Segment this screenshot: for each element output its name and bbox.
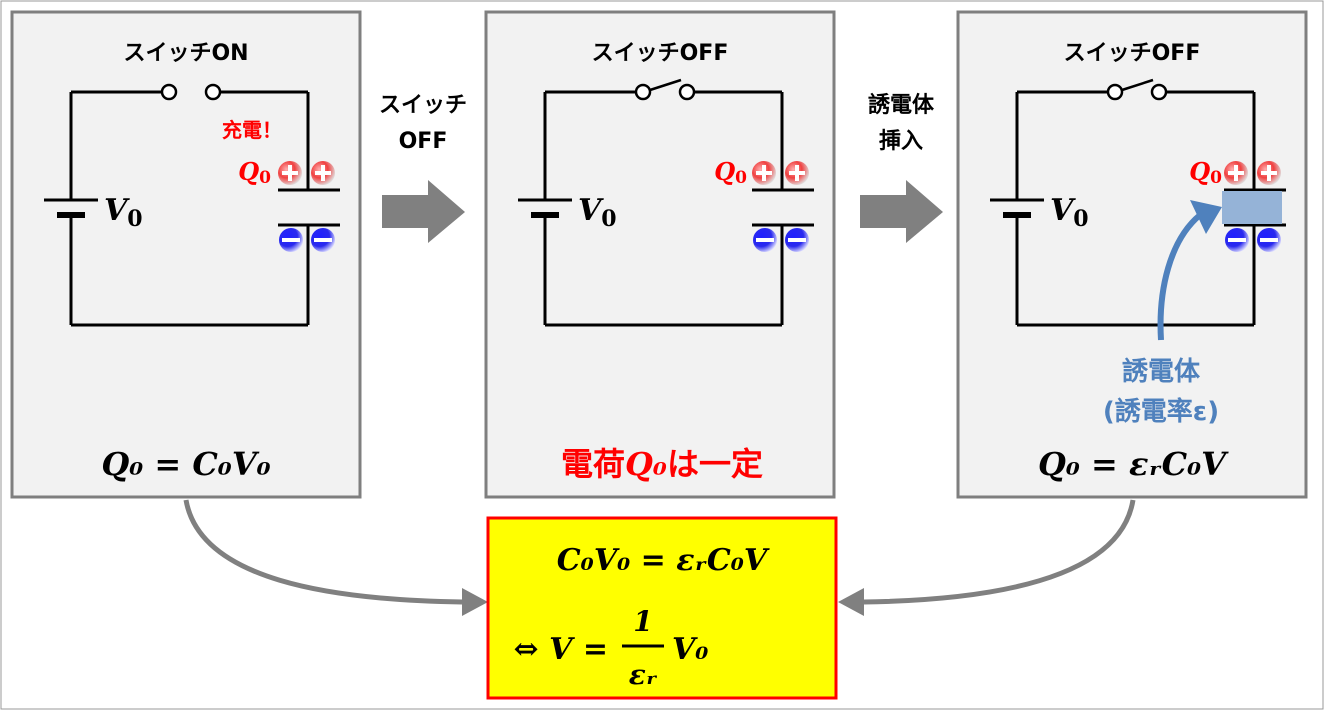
- charge-label: Q0: [238, 157, 271, 188]
- negative-charge-icon: [785, 228, 809, 252]
- transition-label-line2: OFF: [399, 129, 448, 154]
- result-box: C₀V₀ = εᵣC₀V ⇔ V = 1 εᵣ V₀: [486, 516, 838, 700]
- switch-terminal: [160, 83, 178, 101]
- panel-3: スイッチOFF V0 Q0 Q₀ = εᵣC₀V 誘電体 (誘電率ε): [956, 10, 1308, 499]
- dielectric-label: 誘電体: [1122, 357, 1201, 387]
- battery-voltage-label: V0: [104, 193, 143, 232]
- battery-voltage-label: V0: [578, 193, 617, 232]
- positive-charge-icon: [311, 161, 335, 185]
- curved-arrow-right: [838, 499, 1136, 616]
- negative-charge-icon: [1257, 228, 1281, 252]
- transition-label-line2: 挿入: [879, 129, 923, 154]
- result-fraction-numerator: 1: [633, 605, 652, 638]
- panel-1: スイッチON V0 Q0 充電！ Q₀ = C₀V₀: [10, 10, 362, 499]
- transition-arrow-1: スイッチ OFF: [379, 93, 467, 243]
- curved-arrow-left: [183, 499, 488, 616]
- charge-label: Q0: [714, 157, 747, 188]
- result-equation-1: C₀V₀ = εᵣC₀V: [557, 543, 770, 578]
- dielectric-pointer-arrow: [1157, 212, 1202, 341]
- panel-title: スイッチOFF: [592, 41, 729, 66]
- positive-charge-icon: [1257, 161, 1281, 185]
- switch-terminal: [1150, 83, 1168, 101]
- negative-charge-icon: [311, 228, 335, 252]
- transition-label-line1: 誘電体: [868, 92, 935, 118]
- switch-terminal: [678, 83, 696, 101]
- result-fraction-denominator: εᵣ: [629, 658, 658, 691]
- positive-charge-icon: [785, 161, 809, 185]
- result-equation-2-left: ⇔ V =: [514, 632, 608, 667]
- switch-terminal: [1106, 83, 1124, 101]
- panel-2: スイッチOFF V0 Q0 電荷Q₀は一定: [484, 10, 836, 499]
- transition-arrow-2: 誘電体 挿入: [860, 92, 943, 243]
- transition-label-line1: スイッチ: [379, 93, 467, 118]
- positive-charge-icon: [752, 161, 776, 185]
- permittivity-label: (誘電率ε): [1103, 396, 1219, 427]
- panel-title: スイッチOFF: [1064, 41, 1201, 66]
- panel-equation: Q₀ = εᵣC₀V: [1038, 445, 1229, 483]
- panel-equation: Q₀ = C₀V₀: [101, 445, 270, 483]
- switch-lever-open: [649, 78, 682, 92]
- result-equation-2-right: V₀: [672, 632, 708, 667]
- switch-terminal: [634, 83, 652, 101]
- positive-charge-icon: [1224, 161, 1248, 185]
- circuit: [44, 83, 340, 327]
- constant-charge-statement: 電荷Q₀は一定: [561, 445, 763, 483]
- switch-terminal: [204, 83, 222, 101]
- negative-charge-icon: [1225, 228, 1249, 252]
- positive-charge-icon: [278, 161, 302, 185]
- charging-note: 充電！: [222, 118, 282, 142]
- switch-lever-open: [1121, 78, 1154, 92]
- negative-charge-icon: [753, 228, 777, 252]
- battery-voltage-label: V0: [1050, 193, 1089, 232]
- arrow-head: [1190, 200, 1222, 234]
- panel-title: スイッチON: [123, 41, 248, 66]
- dielectric-slab: [1222, 191, 1282, 224]
- circuit: [990, 78, 1286, 327]
- charge-label: Q0: [1189, 157, 1222, 188]
- circuit: [518, 78, 814, 327]
- negative-charge-icon: [279, 228, 303, 252]
